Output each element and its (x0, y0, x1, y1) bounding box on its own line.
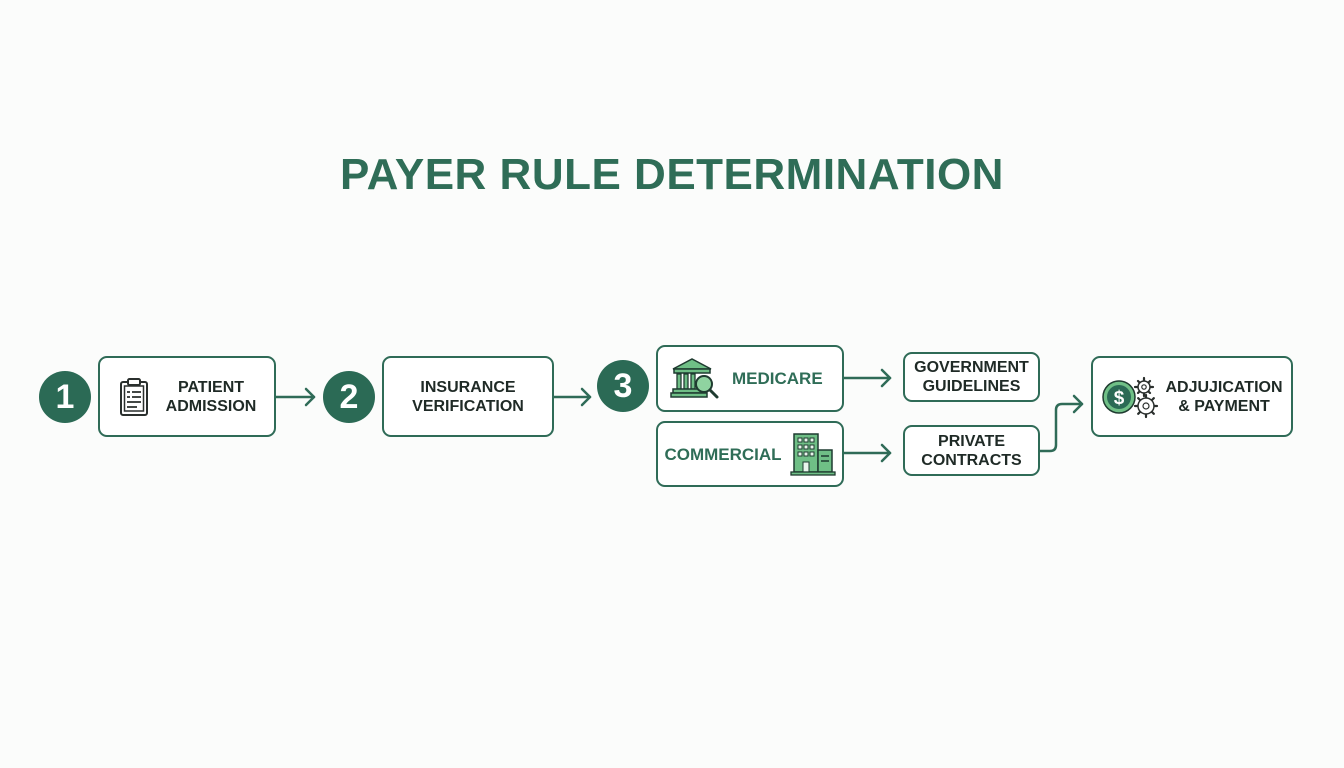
private-contracts-label: PRIVATE CONTRACTS (921, 432, 1022, 469)
svg-text:$: $ (1114, 388, 1125, 409)
adjudication-payment-box[interactable]: $ ADJUJICATION & PAYMENT (1091, 356, 1293, 437)
step-1-badge: 1 (39, 371, 91, 423)
insurance-verification-label: INSURANCE VERIFICATION (412, 378, 524, 415)
step-2-badge: 2 (323, 371, 375, 423)
medicare-box[interactable]: MEDICARE (656, 345, 844, 412)
insurance-verification-box[interactable]: INSURANCE VERIFICATION (382, 356, 554, 437)
government-building-magnifier-icon (670, 357, 719, 398)
government-guidelines-box[interactable]: GOVERNMENT GUIDELINES (903, 352, 1040, 402)
patient-admission-label: PATIENT ADMISSION (165, 378, 257, 415)
clipboard-icon (119, 377, 148, 416)
commercial-label: COMMERCIAL (664, 444, 782, 464)
medicare-label: MEDICARE (732, 369, 823, 388)
patient-admission-box[interactable]: PATIENT ADMISSION (98, 356, 276, 437)
commercial-box[interactable]: COMMERCIAL (656, 421, 844, 487)
private-contracts-box[interactable]: PRIVATE CONTRACTS (903, 425, 1040, 476)
adjudication-payment-label: ADJUJICATION & PAYMENT (1165, 378, 1283, 415)
diagram-title: PAYER RULE DETERMINATION (340, 150, 1004, 199)
government-guidelines-label: GOVERNMENT GUIDELINES (914, 359, 1029, 395)
step-3-badge: 3 (597, 360, 649, 412)
dollar-gears-icon: $ (1102, 376, 1159, 418)
office-building-icon (789, 433, 836, 476)
arrow-private-to-adjudication (1038, 402, 1084, 453)
